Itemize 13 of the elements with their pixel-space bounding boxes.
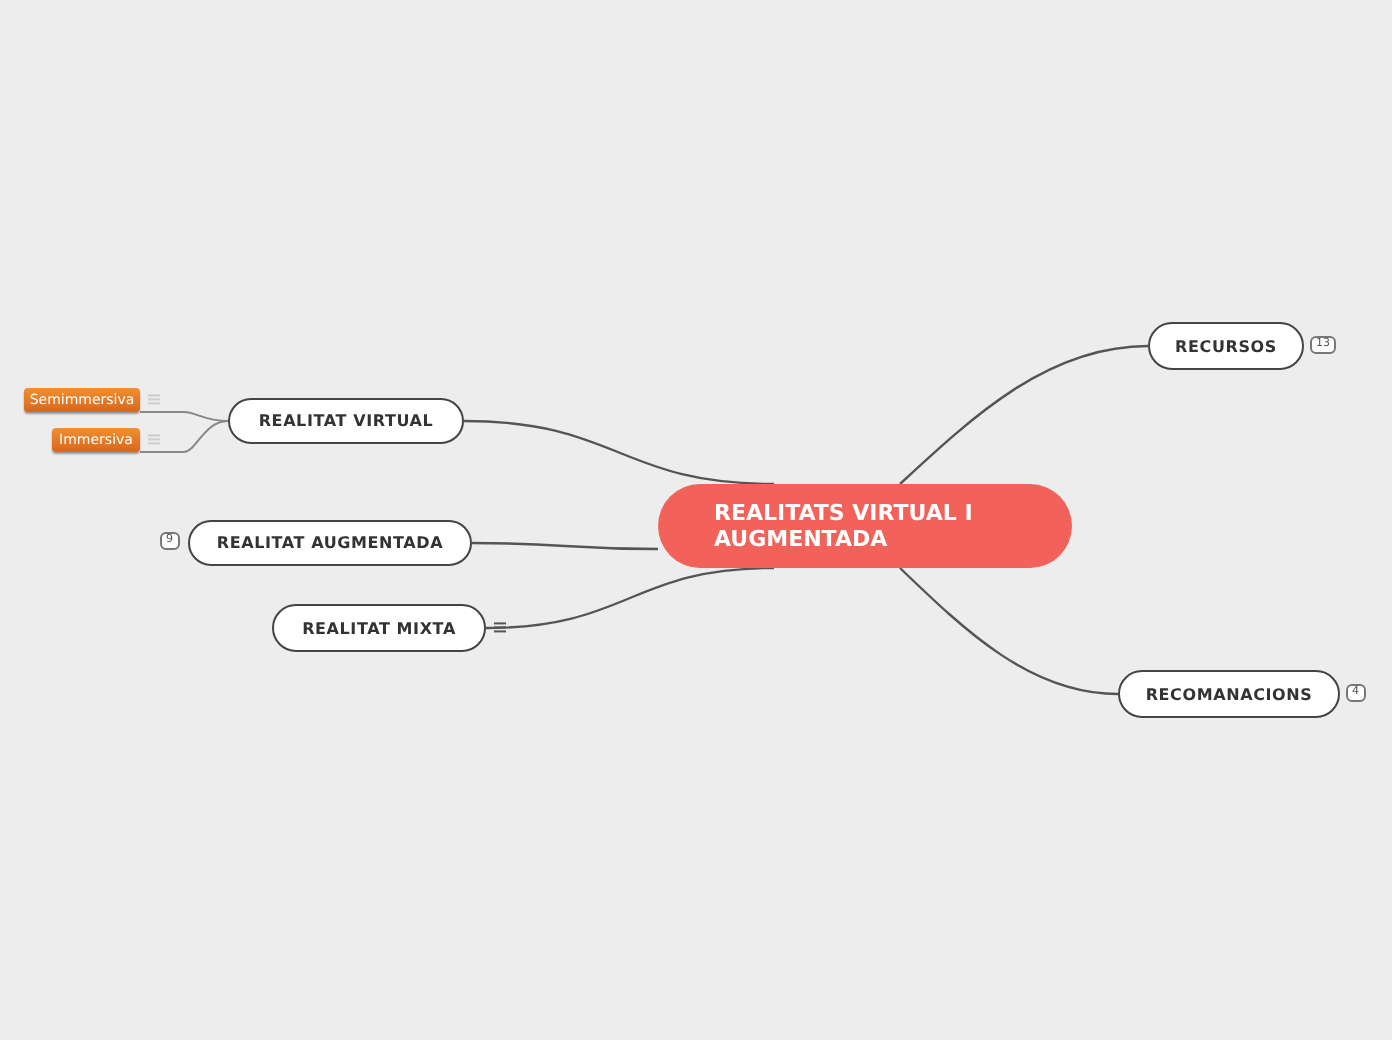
branch-line: [139, 411, 229, 422]
central-topic-pill: REALITATS VIRTUAL I AUGMENTADA: [658, 484, 1072, 568]
topic-box: RECURSOS: [1148, 322, 1304, 370]
topic-box: RECOMANACIONS: [1118, 670, 1340, 718]
topic-box: REALITAT MIXTA: [272, 604, 486, 652]
branch-line: [463, 419, 775, 486]
branch-line: [899, 344, 1149, 485]
branch-line: [485, 566, 775, 630]
branch-line: [472, 541, 658, 551]
branch-line: [899, 567, 1119, 696]
branch-line: [139, 420, 229, 453]
topic-box: REALITAT AUGMENTADA: [188, 520, 472, 566]
topic-box: REALITAT VIRTUAL: [228, 398, 464, 444]
